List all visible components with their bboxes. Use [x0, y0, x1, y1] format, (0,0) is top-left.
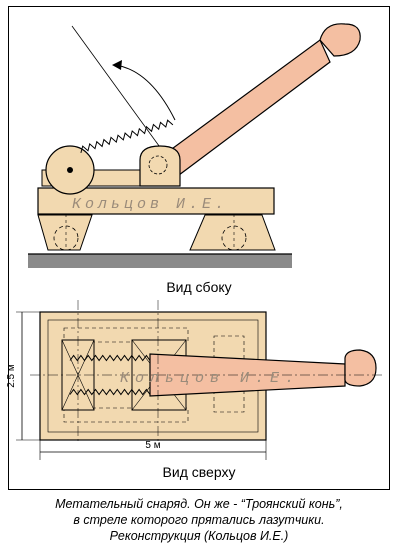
drawing-frame: [8, 6, 390, 490]
width-dimension-label: 2.5 м: [6, 364, 17, 388]
top-arm-head: [344, 349, 377, 387]
main-frame-beam: [37, 187, 275, 215]
arm-head: [319, 23, 361, 57]
ground: [28, 254, 292, 268]
trajectory-line: [71, 25, 163, 151]
caption-line-3: Реконструкция (Кольцов И.Е.): [109, 529, 289, 543]
swing-arc: [114, 64, 176, 121]
caption: Метательный снаряд. Он же - “Троянский к…: [8, 496, 390, 544]
front-support: [37, 214, 93, 251]
arc-arrowhead: [112, 60, 122, 70]
caption-line-2: в стреле которого прятались лазутчики.: [73, 513, 325, 527]
length-dimension-label: 5 м: [145, 440, 160, 451]
top-view-label: Вид сверху: [162, 464, 236, 480]
caption-line-1: Метательный снаряд. Он же - “Троянский к…: [55, 497, 343, 511]
watermark-top: Кольцов И.Е.: [120, 370, 300, 387]
pivot-block: [139, 145, 181, 187]
watermark-side: Кольцов И.Е.: [72, 196, 228, 213]
rear-support: [189, 214, 276, 251]
top-spring-upper: [69, 354, 151, 362]
side-view-label: Вид сбоку: [166, 279, 232, 295]
pivot-axle: [148, 155, 168, 175]
top-spring-lower: [69, 388, 151, 396]
tension-spring: [80, 119, 174, 154]
